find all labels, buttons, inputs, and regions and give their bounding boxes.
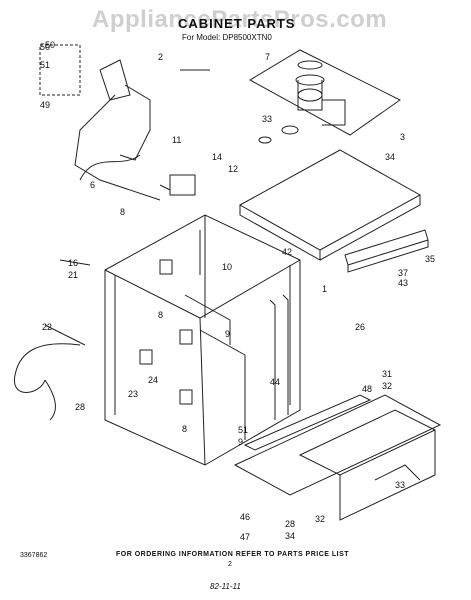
signature: 82-11-11 xyxy=(210,582,241,591)
callout-label: 24 xyxy=(148,375,158,385)
callout-label: 2 xyxy=(158,52,163,62)
callout-label: 34 xyxy=(385,152,395,162)
callout-label: 31 xyxy=(382,369,392,379)
callout-label: 47 xyxy=(240,532,250,542)
callout-label: 8 xyxy=(120,207,125,217)
callout-label: 33 xyxy=(395,480,405,490)
callout-label: 28 xyxy=(285,519,295,529)
page-title: CABINET PARTS xyxy=(178,16,296,31)
callout-label: 10 xyxy=(222,262,232,272)
callout-label: 14 xyxy=(212,152,222,162)
cabinet-frame xyxy=(104,214,301,466)
callout-label: 8 xyxy=(182,424,187,434)
callout-label: 43 xyxy=(398,278,408,288)
callout-label: 34 xyxy=(285,531,295,541)
callout-label: 28 xyxy=(75,402,85,412)
callout-label: 32 xyxy=(382,381,392,391)
ordering-note: FOR ORDERING INFORMATION REFER TO PARTS … xyxy=(116,551,350,558)
callout-label: 26 xyxy=(355,322,365,332)
callout-label: 49 xyxy=(40,100,50,110)
callout-label: 21 xyxy=(68,270,78,280)
callout-label: 51 xyxy=(238,425,248,435)
callout-label: 16 xyxy=(68,258,78,268)
page-number: 2 xyxy=(228,561,232,568)
callout-label: 37 xyxy=(398,268,408,278)
callout-label: 35 xyxy=(425,254,435,264)
callout-label: 46 xyxy=(240,512,250,522)
callout-label: 9 xyxy=(238,437,243,447)
callout-numbers: 2 7 50 51 49 33 3 11 14 34 12 6 8 42 10 … xyxy=(40,40,435,542)
callout-label: 44 xyxy=(270,377,280,387)
callout-label: 32 xyxy=(315,514,325,524)
part-number: 3367862 xyxy=(20,552,48,559)
callout-label: 50 xyxy=(45,40,55,50)
callout-label: 42 xyxy=(282,247,292,257)
callout-label: 3 xyxy=(400,132,405,142)
callout-label: 9 xyxy=(225,329,230,339)
callout-label: 50 xyxy=(40,42,50,52)
top-panel xyxy=(238,149,422,261)
callout-label: 7 xyxy=(265,52,270,62)
callout-label: 6 xyxy=(90,180,95,190)
callout-label: 11 xyxy=(172,135,181,145)
callout-label: 1 xyxy=(322,284,327,294)
callout-label: 23 xyxy=(128,389,138,399)
callout-label: 8 xyxy=(158,310,163,320)
callout-label: 33 xyxy=(262,114,272,124)
watermark: AppliancePartsPros.com xyxy=(92,6,388,33)
callout-label: 51 xyxy=(40,60,50,70)
callout-label: 48 xyxy=(362,384,372,394)
callout-label: 12 xyxy=(228,164,238,174)
model-label: For Model: DP8500XTN0 xyxy=(182,33,272,42)
callout-label: 22 xyxy=(42,322,52,332)
